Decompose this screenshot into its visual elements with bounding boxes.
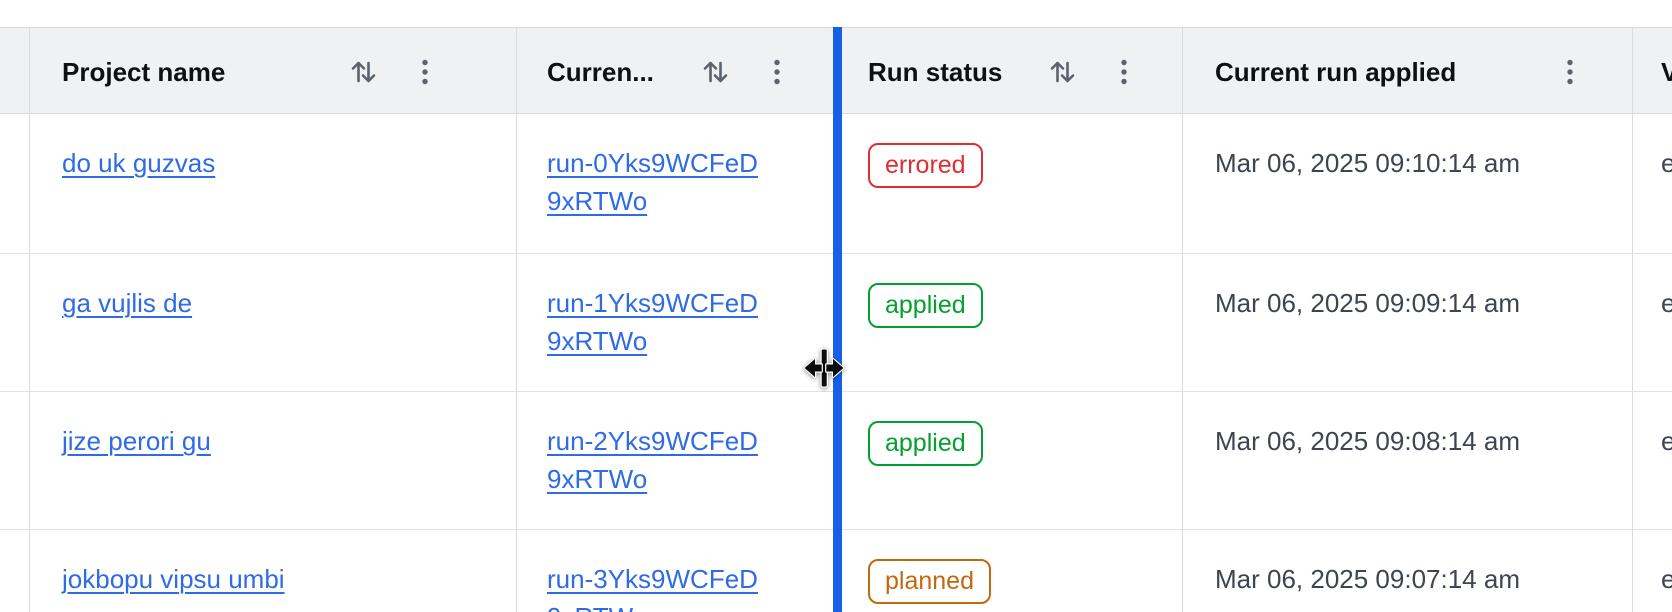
project-name-cell: ga vujlis de [30,254,517,391]
column-label-next-column-partial: V [1661,57,1672,88]
project-name-cell: do uk guzvas [30,114,517,253]
column-menu-button[interactable] [1119,56,1129,88]
partial-cell-text: e [1661,148,1672,178]
run-status-cell: applied [839,254,1183,391]
next-column-partial-cell: e [1633,114,1672,253]
column-menu-button[interactable] [1565,56,1575,88]
project-name-cell: jize perori gu [30,392,517,529]
current-run-applied-cell: Mar 06, 2025 09:07:14 am [1183,530,1633,612]
sort-button[interactable] [1049,56,1076,88]
status-badge: applied [868,421,983,466]
row-spacer-cell [0,114,30,253]
partial-cell-text: e [1661,288,1672,318]
row-spacer-cell [0,392,30,529]
run-status-cell: planned [839,530,1183,612]
run-status-cell: applied [839,392,1183,529]
column-label-current-run-applied: Current run applied [1215,56,1457,87]
header-cell-spacer [0,28,30,113]
header-cell-project-name: Project name [30,28,517,113]
project-link[interactable]: jokbopu vipsu umbi [62,564,285,594]
sort-arrows-icon [351,61,376,83]
current-run-applied-cell: Mar 06, 2025 09:09:14 am [1183,254,1633,391]
applied-timestamp: Mar 06, 2025 09:08:14 am [1215,426,1520,456]
status-badge: errored [868,143,983,188]
next-column-partial-cell: e [1633,392,1672,529]
project-link[interactable]: ga vujlis de [62,288,193,318]
column-resize-guide[interactable] [833,27,842,612]
column-label-run-status: Run status [868,56,1003,87]
run-link[interactable]: run-3Yks9WCFeD9xRTWo [547,564,758,612]
header-cell-run-status: Run status [839,28,1183,113]
partial-cell-text: e [1661,564,1672,594]
kebab-menu-icon [774,59,780,85]
column-label-project-name: Project name [62,56,226,87]
applied-timestamp: Mar 06, 2025 09:09:14 am [1215,288,1520,318]
column-label-current-run: Curren... [547,56,654,87]
header-cell-current-run: Curren... [517,28,839,113]
sort-button[interactable] [702,56,729,88]
kebab-menu-icon [1567,59,1573,85]
current-run-applied-cell: Mar 06, 2025 09:10:14 am [1183,114,1633,253]
header-cell-current-run-applied: Current run applied [1183,28,1633,113]
sort-arrows-icon [1050,61,1075,83]
project-name-cell: jokbopu vipsu umbi [30,530,517,612]
row-spacer-cell [0,530,30,612]
column-menu-button[interactable] [772,56,782,88]
kebab-menu-icon [1121,59,1127,85]
next-column-partial-cell: e [1633,254,1672,391]
status-badge: planned [868,559,991,604]
col-resize-cursor-icon [803,348,845,388]
column-menu-button[interactable] [420,56,430,88]
kebab-menu-icon [422,59,428,85]
next-column-partial-cell: e [1633,530,1672,612]
header-cell-next-column-partial: V [1633,28,1672,113]
sort-arrows-icon [703,61,728,83]
partial-cell-text: e [1661,426,1672,456]
status-badge: applied [868,283,983,328]
row-spacer-cell [0,254,30,391]
run-status-cell: errored [839,114,1183,253]
current-run-applied-cell: Mar 06, 2025 09:08:14 am [1183,392,1633,529]
project-link[interactable]: jize perori gu [62,426,211,456]
sort-button[interactable] [350,56,377,88]
applied-timestamp: Mar 06, 2025 09:07:14 am [1215,564,1520,594]
project-link[interactable]: do uk guzvas [62,148,216,178]
current-run-cell: run-3Yks9WCFeD9xRTWo [517,530,839,612]
applied-timestamp: Mar 06, 2025 09:10:14 am [1215,148,1520,178]
